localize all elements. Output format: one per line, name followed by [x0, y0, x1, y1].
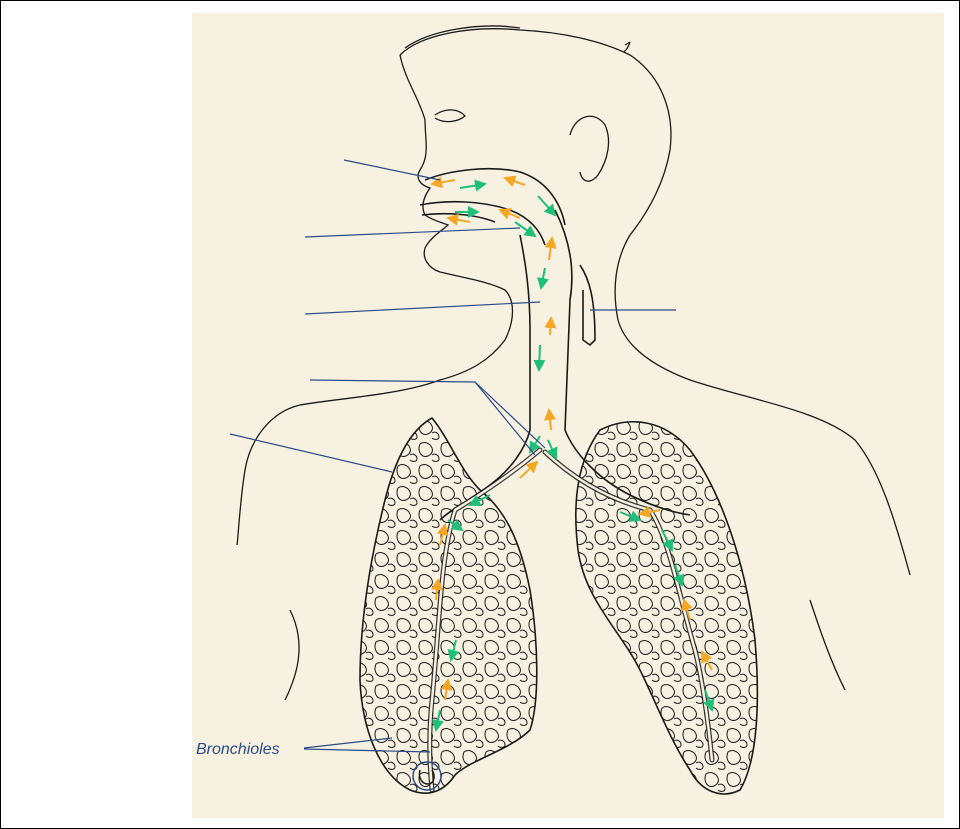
exhale-arrow — [538, 196, 555, 215]
pharynx-left — [520, 235, 530, 430]
inhale-arrow — [448, 218, 470, 222]
ear — [570, 116, 609, 181]
exhale-arrow — [541, 268, 545, 288]
inhale-arrow — [550, 318, 551, 335]
nasal-cavity — [425, 169, 565, 225]
leader-line-trachea-branch — [475, 382, 545, 448]
exhale-arrow — [539, 345, 540, 370]
inhale-arrow — [505, 178, 525, 185]
esophagus — [580, 265, 595, 345]
body-outline — [237, 26, 910, 700]
bronchioles-label: Bronchioles — [196, 741, 280, 758]
right-lung — [576, 422, 758, 794]
right-arm — [810, 600, 845, 690]
inhale-arrow — [549, 410, 551, 430]
leader-line-mouth — [305, 228, 520, 237]
inhale-arrow — [549, 238, 552, 260]
eye — [435, 110, 465, 122]
leader-line-nasal — [344, 160, 440, 180]
pharynx-right — [555, 210, 572, 430]
leader-line-lung — [230, 434, 392, 472]
face-outline — [237, 55, 513, 545]
inhale-arrow — [432, 180, 455, 184]
leader-line-pharynx — [305, 302, 540, 314]
exhale-arrow — [460, 184, 485, 188]
oral-cavity — [420, 202, 545, 245]
left-arm — [285, 610, 299, 700]
